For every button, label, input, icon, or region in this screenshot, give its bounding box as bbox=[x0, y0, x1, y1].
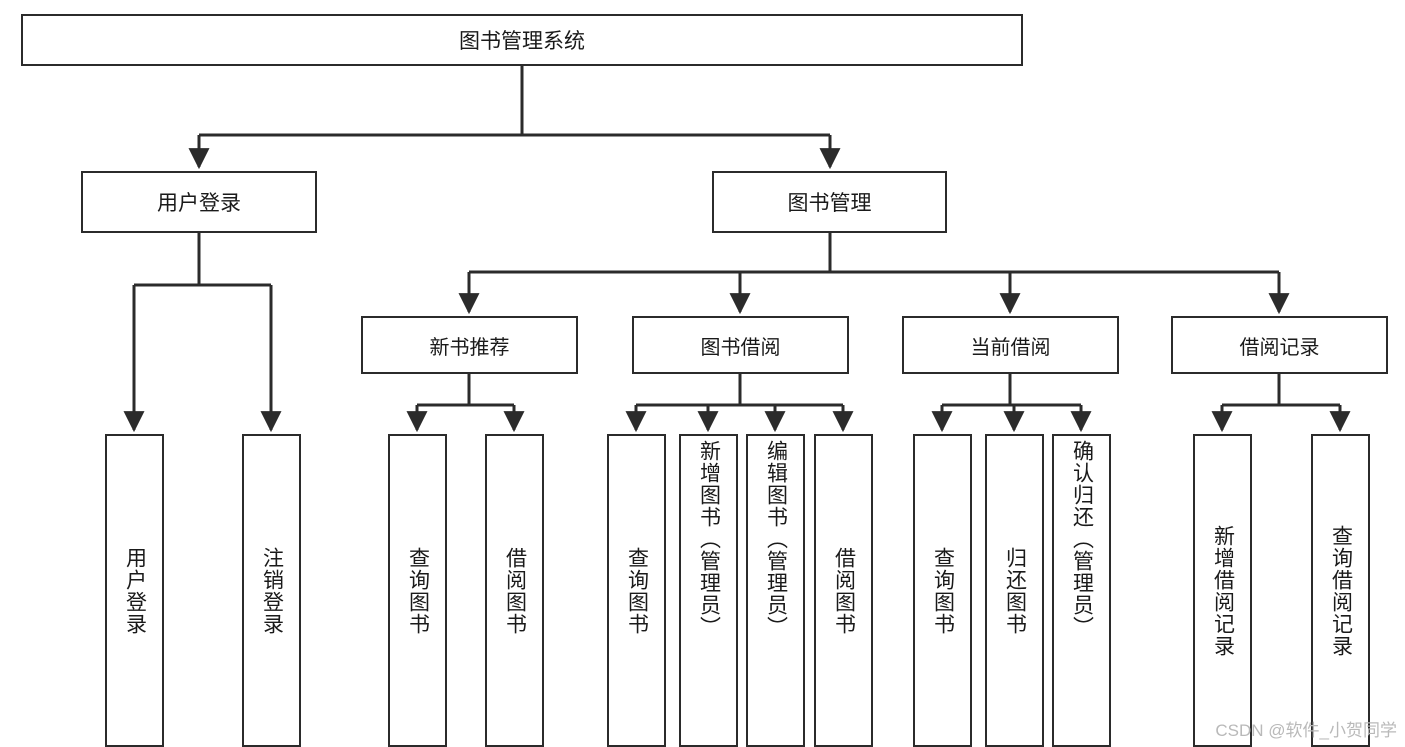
leaf-confirm-return-admin[interactable]: 确认归还（管理员） bbox=[1052, 434, 1111, 747]
leaf-user-login[interactable]: 用户登录 bbox=[105, 434, 164, 747]
leaf-return-book[interactable]: 归还图书 bbox=[985, 434, 1044, 747]
leaf-query-book-borrow[interactable]: 查询图书 bbox=[607, 434, 666, 747]
leaf-edit-book-admin[interactable]: 编辑图书（管理员） bbox=[746, 434, 805, 747]
leaf-borrow-book-borrow[interactable]: 借阅图书 bbox=[814, 434, 873, 747]
node-book-borrow[interactable]: 图书借阅 bbox=[632, 316, 849, 374]
watermark: CSDN @软件_小贺同学 bbox=[1215, 721, 1397, 740]
leaf-logout[interactable]: 注销登录 bbox=[242, 434, 301, 747]
leaf-query-borrow-record[interactable]: 查询借阅记录 bbox=[1311, 434, 1370, 747]
node-new-book-recommend[interactable]: 新书推荐 bbox=[361, 316, 578, 374]
leaf-borrow-book-recommend[interactable]: 借阅图书 bbox=[485, 434, 544, 747]
node-root[interactable]: 图书管理系统 bbox=[21, 14, 1023, 66]
leaf-query-book-current[interactable]: 查询图书 bbox=[913, 434, 972, 747]
node-book-management[interactable]: 图书管理 bbox=[712, 171, 947, 233]
node-borrow-record[interactable]: 借阅记录 bbox=[1171, 316, 1388, 374]
leaf-add-borrow-record[interactable]: 新增借阅记录 bbox=[1193, 434, 1252, 747]
node-user-login[interactable]: 用户登录 bbox=[81, 171, 317, 233]
node-current-borrow[interactable]: 当前借阅 bbox=[902, 316, 1119, 374]
leaf-query-book-recommend[interactable]: 查询图书 bbox=[388, 434, 447, 747]
leaf-add-book-admin[interactable]: 新增图书（管理员） bbox=[679, 434, 738, 747]
